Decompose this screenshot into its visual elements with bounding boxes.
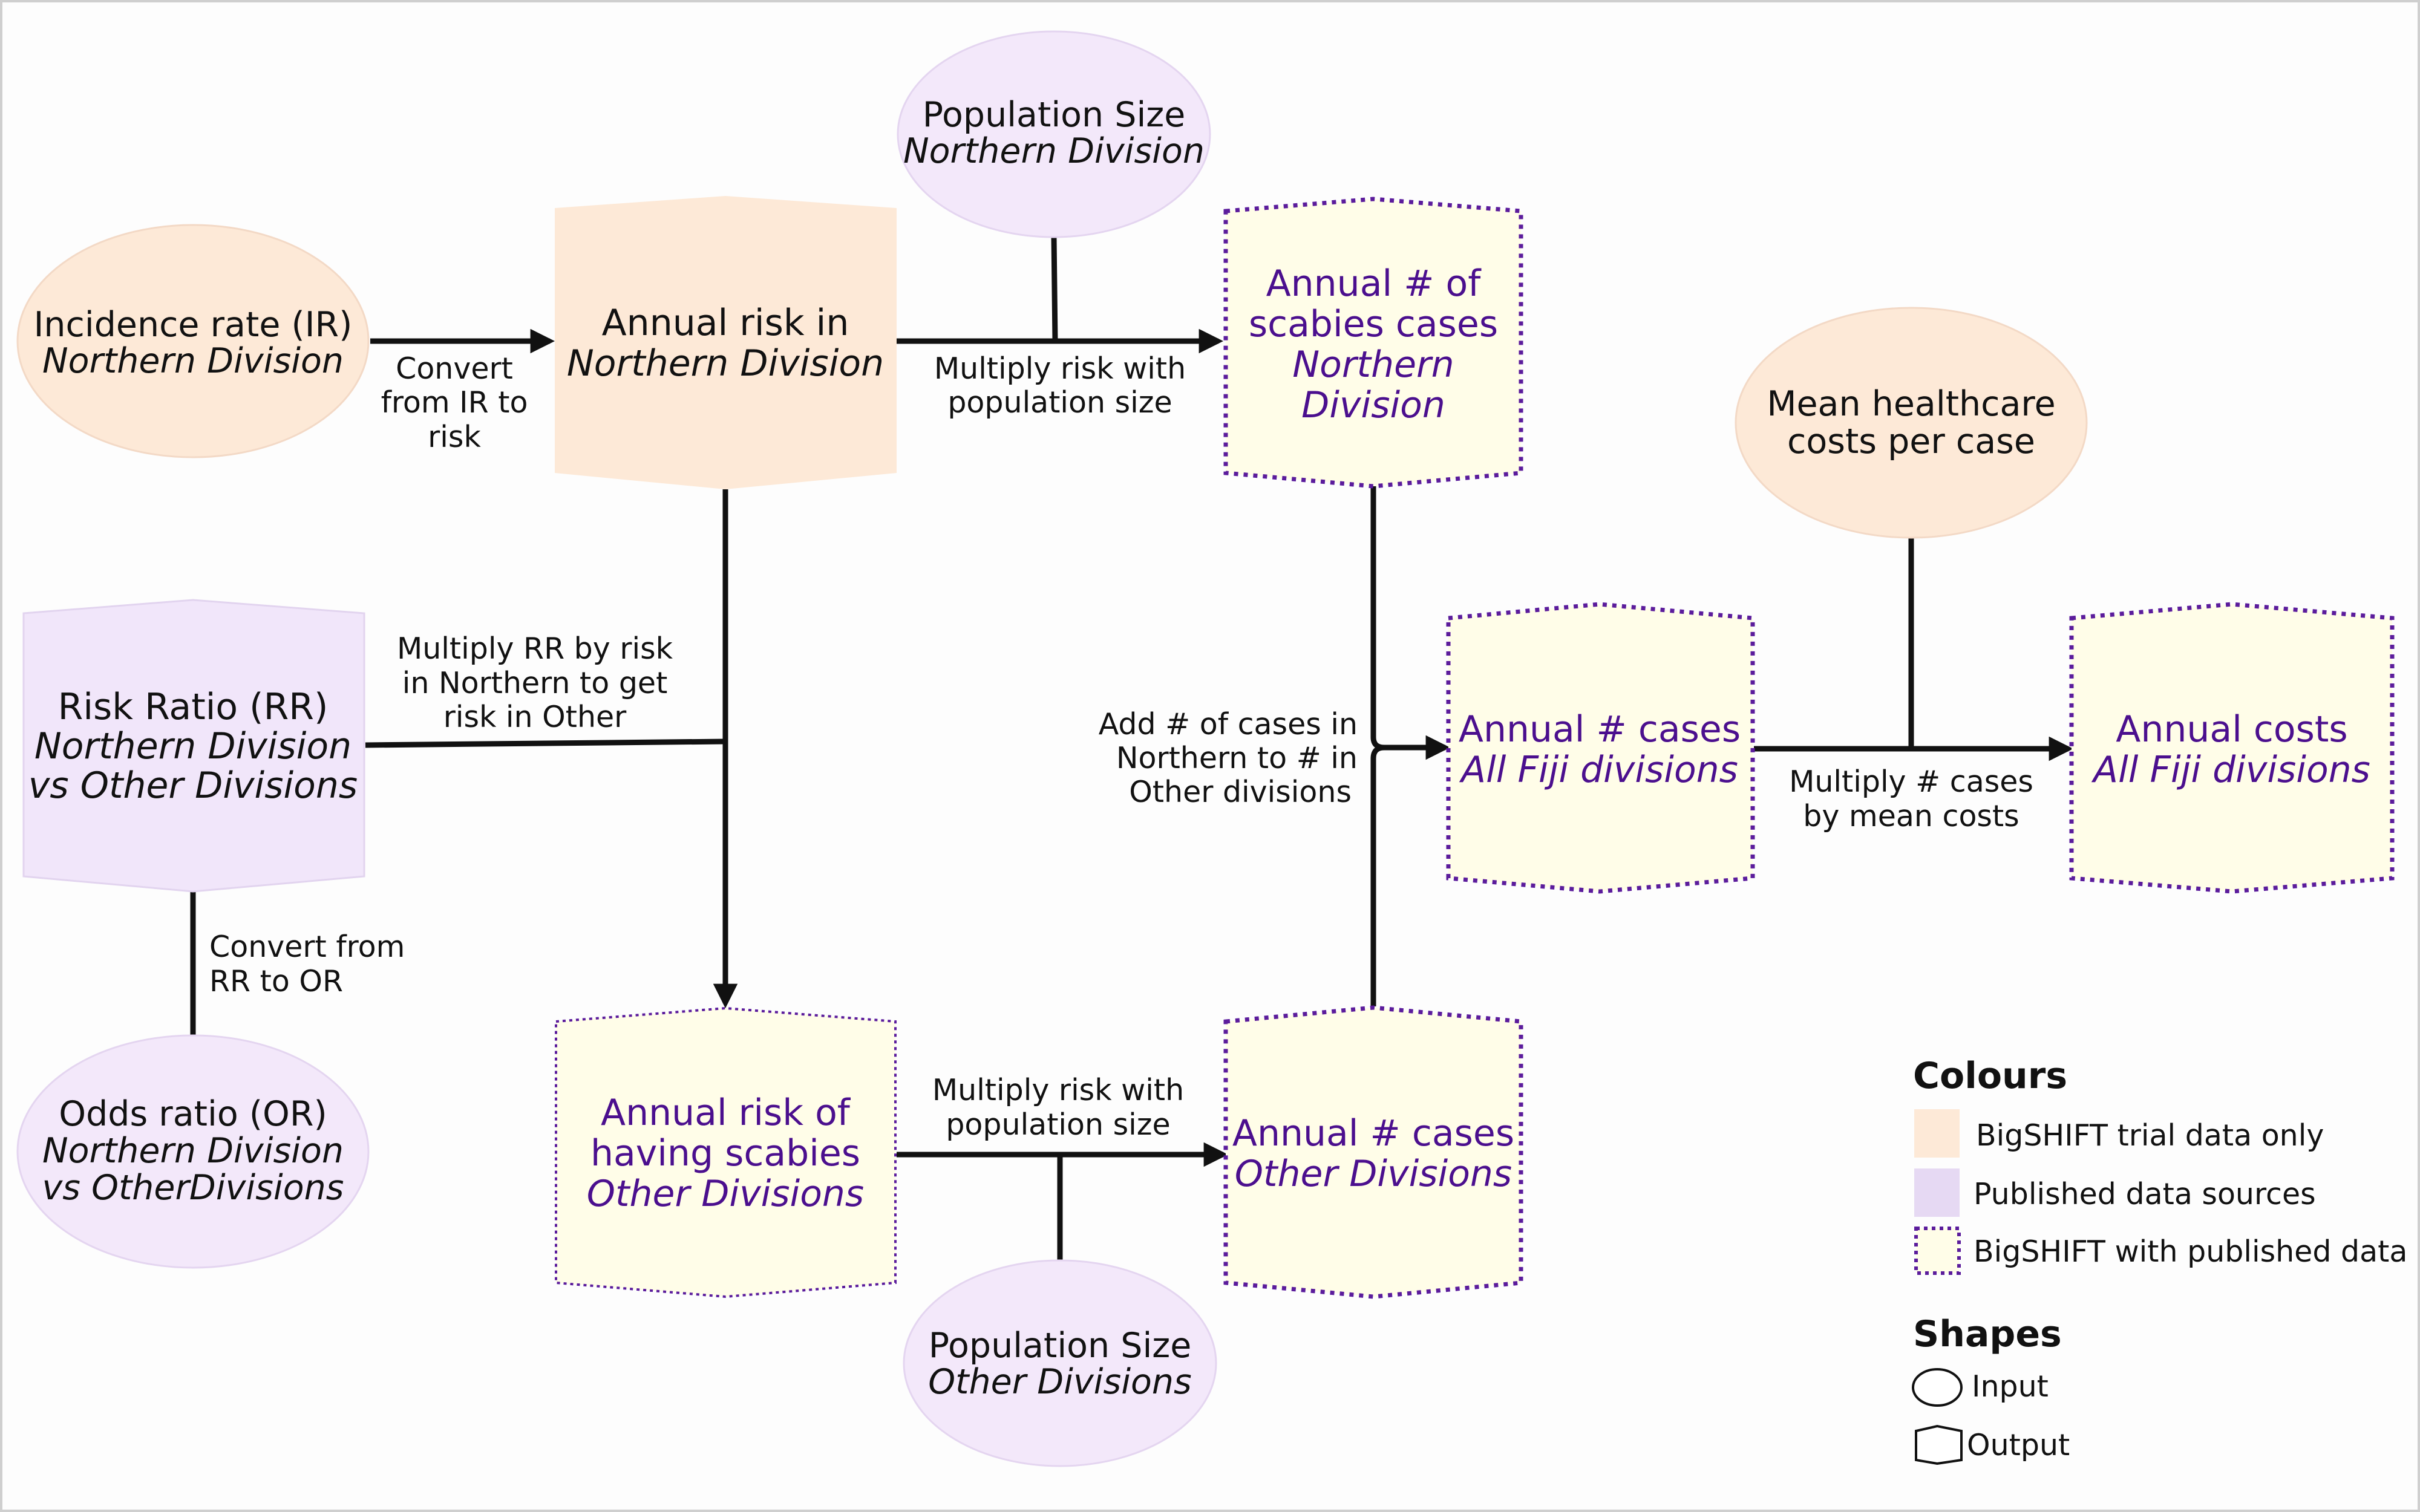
node-line: Annual risk in <box>602 302 849 344</box>
legend-shape-label: Output <box>1967 1428 2070 1462</box>
edge-label-line: population size <box>947 385 1172 420</box>
node-line: Annual risk of <box>601 1092 851 1134</box>
edge-label-line: Add # of cases in <box>1099 707 1358 741</box>
edge-label-line: Convert from <box>209 930 405 964</box>
edge-brace-join <box>1370 737 1385 759</box>
output-shape <box>22 599 365 893</box>
edge-label-line: in Northern to get <box>402 666 668 700</box>
edge-label-line: Other divisions <box>1129 775 1352 809</box>
node-line: Population Size <box>923 95 1186 135</box>
node-line: Annual # cases <box>1459 708 1741 751</box>
node-line: Other Divisions <box>587 1173 864 1215</box>
edge-label-add-cases: Add # of cases in Northern to # in Other… <box>1099 707 1358 809</box>
node-line: Annual costs <box>2116 708 2347 751</box>
node-risk-other: Annual risk of having scabies Other Divi… <box>555 1006 897 1299</box>
swatch-bigshift <box>1914 1109 1960 1158</box>
output-shape <box>555 196 897 489</box>
edge-label-line: risk in Other <box>443 700 627 734</box>
output-shape <box>1223 197 1523 489</box>
input-ellipse <box>16 224 370 458</box>
output-shape <box>1223 1005 1523 1299</box>
input-ellipse <box>903 1259 1217 1467</box>
connectors <box>190 236 2074 1260</box>
node-line: Mean healthcare <box>1767 384 2055 424</box>
swatch-combined <box>1914 1227 1961 1275</box>
node-population-other: Population Size Other Divisions <box>903 1259 1217 1467</box>
output-shape <box>1446 602 1755 894</box>
edge-label-line: RR to OR <box>209 964 343 999</box>
node-costs-all: Annual costs All Fiji divisions <box>2069 602 2395 894</box>
node-risk-ratio: Risk Ratio (RR) Northern Division vs Oth… <box>22 599 365 893</box>
edge-pop-north-join <box>1051 236 1058 342</box>
input-ellipse <box>897 30 1211 238</box>
node-line: costs per case <box>1787 422 2035 461</box>
node-odds-ratio: Odds ratio (OR) Northern Division vs Oth… <box>16 1034 370 1269</box>
edge-rr-join <box>365 738 726 748</box>
node-line: Division <box>1301 384 1445 426</box>
edge-label-line: population size <box>946 1107 1170 1142</box>
edge-label-line: Multiply RR by risk <box>397 631 673 666</box>
edge-label-line: Convert <box>396 351 513 386</box>
legend-shapes-title: Shapes <box>1913 1313 2062 1355</box>
legend-colours-title: Colours <box>1913 1055 2067 1097</box>
node-line: vs OtherDivisions <box>42 1168 344 1208</box>
legend-shape-label: Input <box>1972 1369 2049 1404</box>
ellipse-icon <box>1912 1368 1963 1407</box>
edge-label-multiply-pop-other: Multiply risk with population size <box>932 1073 1184 1142</box>
edge-label-multiply-rr: Multiply RR by risk in Northern to get r… <box>397 631 673 734</box>
node-line: Northern Division <box>903 131 1205 171</box>
node-cases-other: Annual # cases Other Divisions <box>1223 1005 1523 1299</box>
node-population-north: Population Size Northern Division <box>897 30 1211 238</box>
edge-label-multiply-pop-north: Multiply risk with population size <box>934 351 1186 420</box>
node-line: All Fiji divisions <box>2091 749 2370 791</box>
edge-label-line: Multiply risk with <box>934 351 1186 386</box>
node-mean-costs: Mean healthcare costs per case <box>1735 307 2088 539</box>
node-cases-all: Annual # cases All Fiji divisions <box>1446 602 1755 894</box>
node-line: Northern Division <box>567 342 884 385</box>
node-line: All Fiji divisions <box>1459 749 1738 791</box>
node-line: Risk Ratio (RR) <box>58 686 329 728</box>
node-annual-risk-north: Annual risk in Northern Division <box>555 196 897 489</box>
edge-label-convert-rr: Convert from RR to OR <box>209 930 405 999</box>
edge-label-multiply-costs: Multiply # cases by mean costs <box>1789 764 2033 833</box>
node-line: Other Divisions <box>928 1362 1192 1402</box>
node-incidence-rate: Incidence rate (IR) Northern Division <box>16 224 370 458</box>
node-line: Annual # cases <box>1232 1112 1514 1155</box>
legend-colour-label: Published data sources <box>1974 1177 2316 1211</box>
edge-label-line: from IR to <box>381 385 528 420</box>
input-ellipse <box>16 1034 370 1269</box>
input-ellipse <box>1735 307 2088 539</box>
node-line: scabies cases <box>1249 303 1498 345</box>
node-line: Population Size <box>929 1326 1192 1366</box>
output-shape <box>2069 602 2395 894</box>
legend-colour-label: BigSHIFT with published data <box>1974 1234 2407 1269</box>
node-line: Northern Division <box>34 725 352 767</box>
node-cases-north: Annual # of scabies cases Northern Divis… <box>1223 197 1523 489</box>
node-line: Odds ratio (OR) <box>59 1094 327 1134</box>
node-line: Other Divisions <box>1235 1153 1512 1195</box>
node-line: Northern <box>1292 344 1454 386</box>
edge-label-line: by mean costs <box>1803 799 2019 833</box>
legend: Colours BigSHIFT trial data only Publish… <box>1912 1055 2407 1465</box>
node-line: having scabies <box>590 1132 860 1175</box>
document-icon <box>1915 1424 1963 1465</box>
node-line: vs Other Divisions <box>28 764 358 807</box>
swatch-published <box>1914 1168 1960 1217</box>
node-line: Northern Division <box>42 341 344 381</box>
edge-label-line: Northern to # in <box>1116 741 1358 775</box>
node-line: Annual # of <box>1266 262 1482 305</box>
edge-label-line: risk <box>428 420 481 454</box>
edge-label-line: Multiply risk with <box>932 1073 1184 1107</box>
legend-colour-label: BigSHIFT trial data only <box>1976 1118 2324 1153</box>
node-line: Northern Division <box>42 1131 344 1171</box>
edge-label-line: Multiply # cases <box>1789 764 2033 799</box>
edge-label-convert-ir: Convert from IR to risk <box>381 351 528 454</box>
node-line: Incidence rate (IR) <box>34 305 353 345</box>
output-shape <box>555 1006 897 1299</box>
